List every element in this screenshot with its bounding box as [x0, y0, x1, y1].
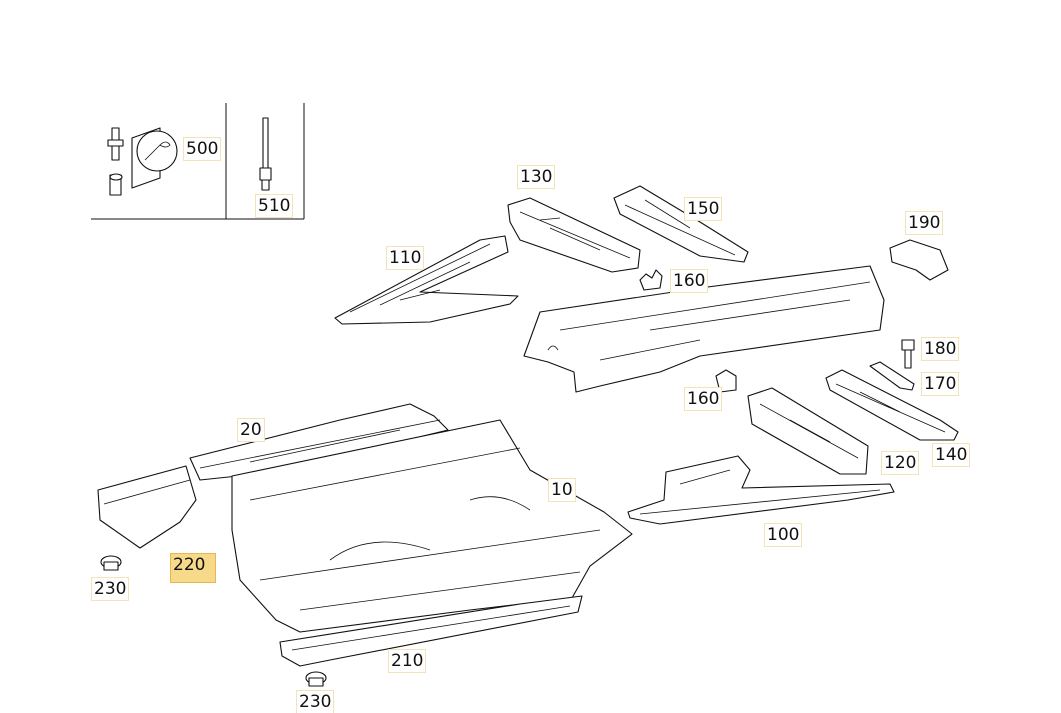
nut-part-230-left[interactable] [100, 555, 122, 571]
strut-part-170[interactable] [869, 361, 915, 391]
callout-130[interactable]: 130 [517, 165, 556, 189]
callout-180[interactable]: 180 [921, 337, 960, 361]
nut-part-230-bottom[interactable] [305, 671, 327, 687]
callout-150[interactable]: 150 [684, 197, 723, 221]
rail-part-150[interactable] [613, 185, 749, 263]
callout-210[interactable]: 210 [388, 649, 427, 673]
callout-500[interactable]: 500 [183, 137, 222, 161]
crossmember-part-110[interactable] [334, 235, 519, 325]
bolt-and-nut-part-500[interactable] [107, 127, 178, 196]
floor-panel-part-10[interactable] [231, 419, 633, 633]
callout-120[interactable]: 120 [881, 451, 920, 475]
callout-140[interactable]: 140 [932, 443, 971, 467]
rail-part-210[interactable] [279, 595, 583, 667]
tunnel-reinforcement-part[interactable] [523, 265, 885, 393]
callout-100[interactable]: 100 [764, 523, 803, 547]
callout-220[interactable]: 220 [170, 553, 216, 583]
floor-panel-part-20[interactable] [189, 403, 449, 481]
callout-20[interactable]: 20 [237, 418, 265, 442]
clip-part-160-upper[interactable] [639, 269, 663, 291]
hardware-inset [91, 103, 305, 220]
mount-part-190[interactable] [889, 239, 949, 281]
bracket-part-130[interactable] [507, 197, 641, 273]
callout-170[interactable]: 170 [921, 372, 960, 396]
rail-part-140[interactable] [825, 369, 959, 441]
callout-510[interactable]: 510 [255, 194, 294, 218]
callout-160-lower[interactable]: 160 [684, 387, 723, 411]
callout-110[interactable]: 110 [386, 246, 425, 270]
rail-part-120[interactable] [747, 387, 869, 475]
sill-part-220[interactable] [97, 465, 197, 549]
callout-230-left[interactable]: 230 [91, 577, 130, 601]
callout-160-upper[interactable]: 160 [670, 269, 709, 293]
bolt-part-180[interactable] [901, 339, 915, 369]
longitudinal-part-100[interactable] [627, 455, 895, 525]
callout-10[interactable]: 10 [548, 478, 576, 502]
callout-230-bottom[interactable]: 230 [296, 690, 335, 713]
callout-190[interactable]: 190 [905, 211, 944, 235]
rivet-part-510[interactable] [259, 117, 272, 191]
